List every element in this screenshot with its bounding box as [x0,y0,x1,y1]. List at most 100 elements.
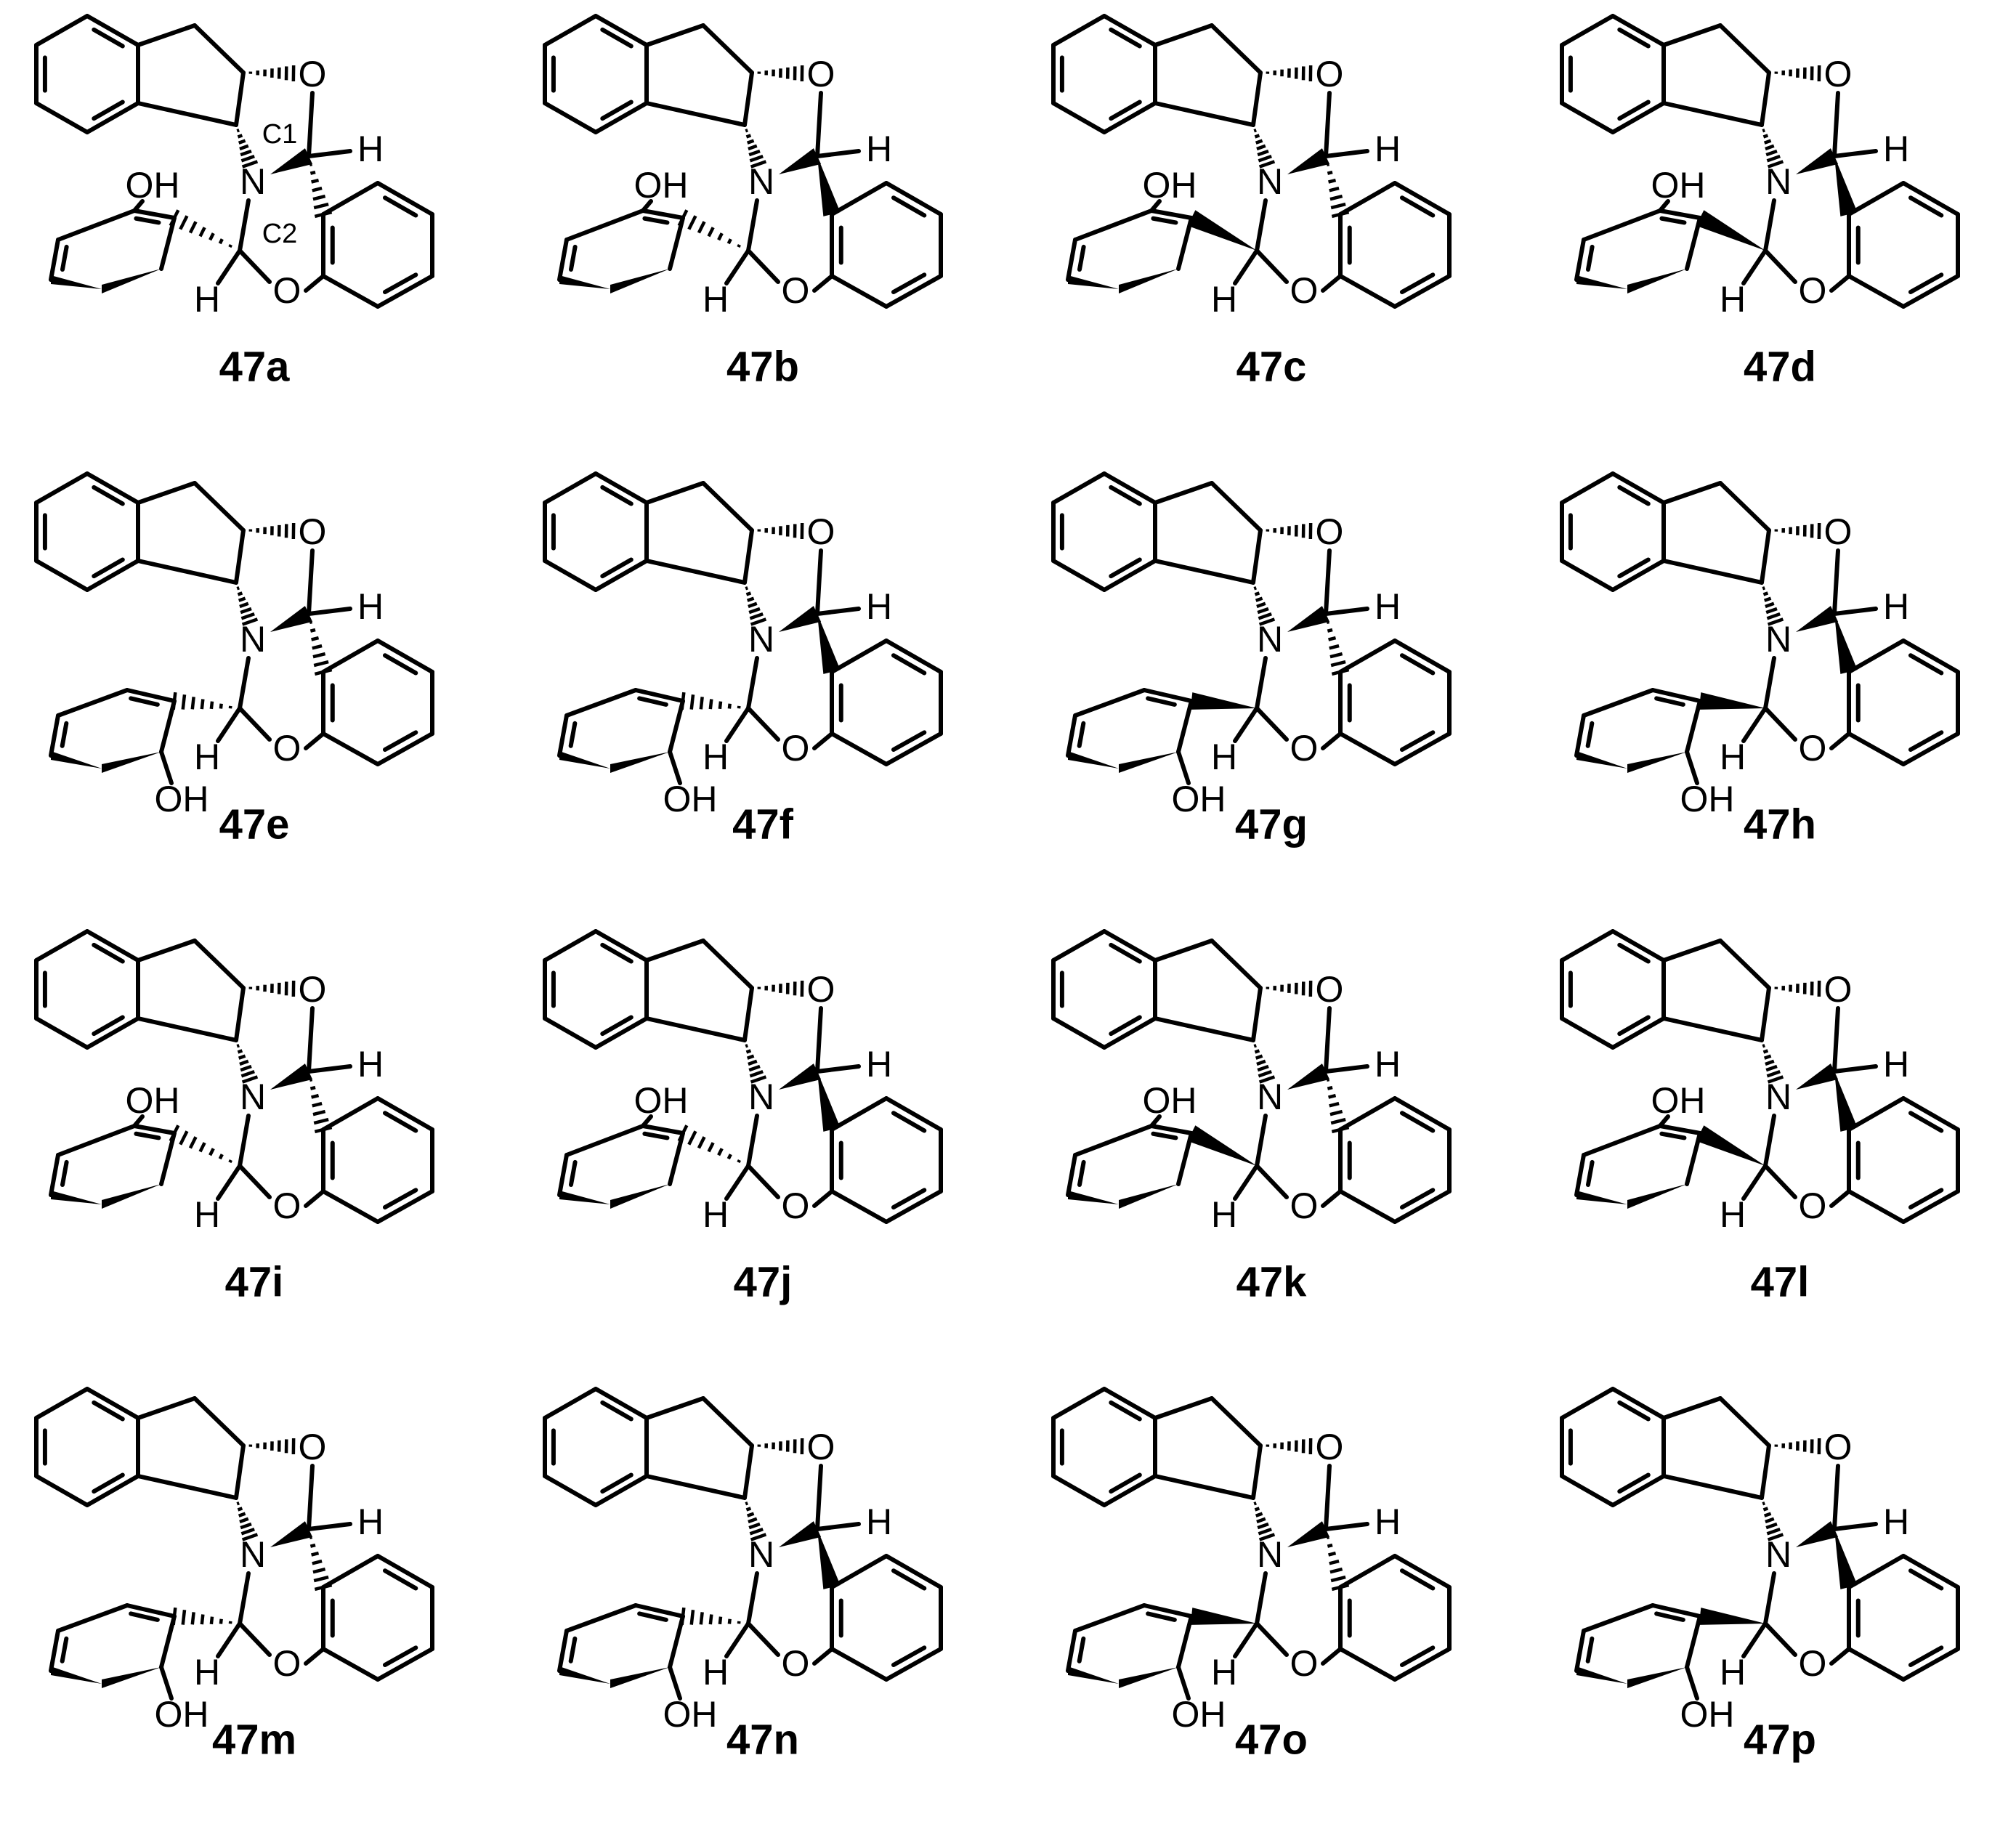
phenol-bond [1075,1605,1144,1631]
hash-line [1330,1111,1343,1114]
phenol-double-bond [62,247,67,269]
c2-o-bond [1765,1166,1795,1197]
c2-hydrogen-label: H [703,279,729,320]
oxygen-label: O [807,1427,835,1467]
oxygen-label: O [1799,1643,1827,1684]
hash-line [1255,593,1259,594]
c1-aryl-hash [1327,1537,1348,1589]
oxygen-label: O [273,1186,301,1226]
hash-line [1762,130,1765,131]
c2-h-bond [218,1624,240,1656]
n-c1-wedge [1287,606,1329,632]
hash-line [1766,609,1777,612]
hash-line [237,1503,239,1504]
phenol-bond [1660,1126,1700,1133]
aryl-o-bond [814,276,832,291]
cyclopentane-bond [138,483,195,503]
phenol-bond [1576,240,1584,280]
phenoxy-benzene-ring [1849,183,1958,307]
ring-bond [832,641,886,672]
c2-aryl-wedge [1191,1608,1257,1625]
hash-line [709,1143,713,1151]
phenol-bond [1584,690,1653,716]
ring-bond [832,1098,886,1130]
nitrogen-label: N [1765,1534,1792,1575]
c2-hydrogen-label: H [703,1652,729,1693]
c2-hydrogen-label: H [194,737,220,777]
hash-line [1762,1045,1765,1046]
n-c2-bond [1765,200,1774,251]
cyclopentane-bond [1212,941,1260,988]
c1-hydrogen-label: H [866,129,892,169]
hash-line [1767,1071,1780,1076]
hash-line [211,1617,212,1624]
hash-line [314,1577,328,1581]
hydroxyl-label: OH [126,165,180,206]
phenol-bond [134,211,174,218]
ring-bond [1849,641,1903,672]
ring-bond [1562,931,1613,960]
nitrogen-label: N [240,161,266,202]
n-c2-bond [240,200,248,251]
n-c2-bond [1257,658,1266,708]
phenol-double-bond [1588,1639,1592,1661]
hash-line [1330,1569,1343,1572]
phenol-double-bond [1080,724,1084,746]
ring-bond [1849,276,1903,307]
hash-line [1256,141,1263,143]
phenoxy-benzene-ring [832,641,941,764]
c1-h-bond [1326,609,1367,614]
ring-bond [832,1649,886,1679]
phenol-bold-bond [51,751,102,769]
ring-bond [36,561,87,590]
phenol-bond [51,716,58,755]
c2-hydrogen-label: H [1720,1194,1746,1235]
hash-line [240,151,251,155]
aryl-o-bond [1831,276,1849,291]
hash-line [682,692,684,710]
ring-bond [545,931,596,960]
phenol-double-bond [1148,1613,1175,1619]
c1-h-bond [817,151,859,156]
oxygen-label: O [1290,1186,1319,1226]
hash-line [1329,1553,1336,1555]
c2-hydrogen-label: H [194,1652,220,1693]
hash-line [190,1137,196,1148]
hash-line [748,599,754,601]
ring-bond [1053,103,1104,132]
hash-line [689,216,695,229]
c1-h-bond [1834,609,1876,614]
ring-bond [1053,16,1104,45]
c1-h-bond [1326,1524,1367,1529]
hash-line [193,1612,194,1624]
nitrogen-label: N [240,1534,266,1575]
cyclopentane-bond [1762,1446,1769,1498]
nitrogen-label: N [1765,619,1792,660]
compound-id-label: 47e [219,801,290,848]
c1-hydrogen-label: H [1883,129,1909,169]
hash-line [310,1545,315,1547]
phenoxy-benzene-ring [1340,1098,1449,1222]
phenol-bold-bond [1068,1666,1119,1684]
c2-h-bond [1235,1166,1257,1199]
cyclopentane-bond [1212,483,1260,530]
n-c2-bond [1257,1116,1266,1166]
c2-o-bond [1257,1624,1287,1655]
phenol-bold-bond [102,269,161,293]
hash-line [237,130,239,131]
c1-h-bond [1834,1066,1876,1071]
cyclopentane-bond [1253,530,1260,583]
o-c1-bond [817,1466,821,1529]
nitrogen-label: N [1765,1077,1792,1117]
phenol-double-bond [136,1134,158,1138]
indane-benzene-ring [545,931,647,1047]
hash-line [315,212,331,216]
hash-line [746,593,750,594]
ring-bond [36,931,87,960]
phenoxy-benzene-ring [832,1098,941,1222]
hash-line [240,1061,248,1064]
n-c2-bond [1765,1116,1774,1166]
phenol-double-bond [62,1162,67,1185]
n-c2-bond [1765,1573,1774,1624]
